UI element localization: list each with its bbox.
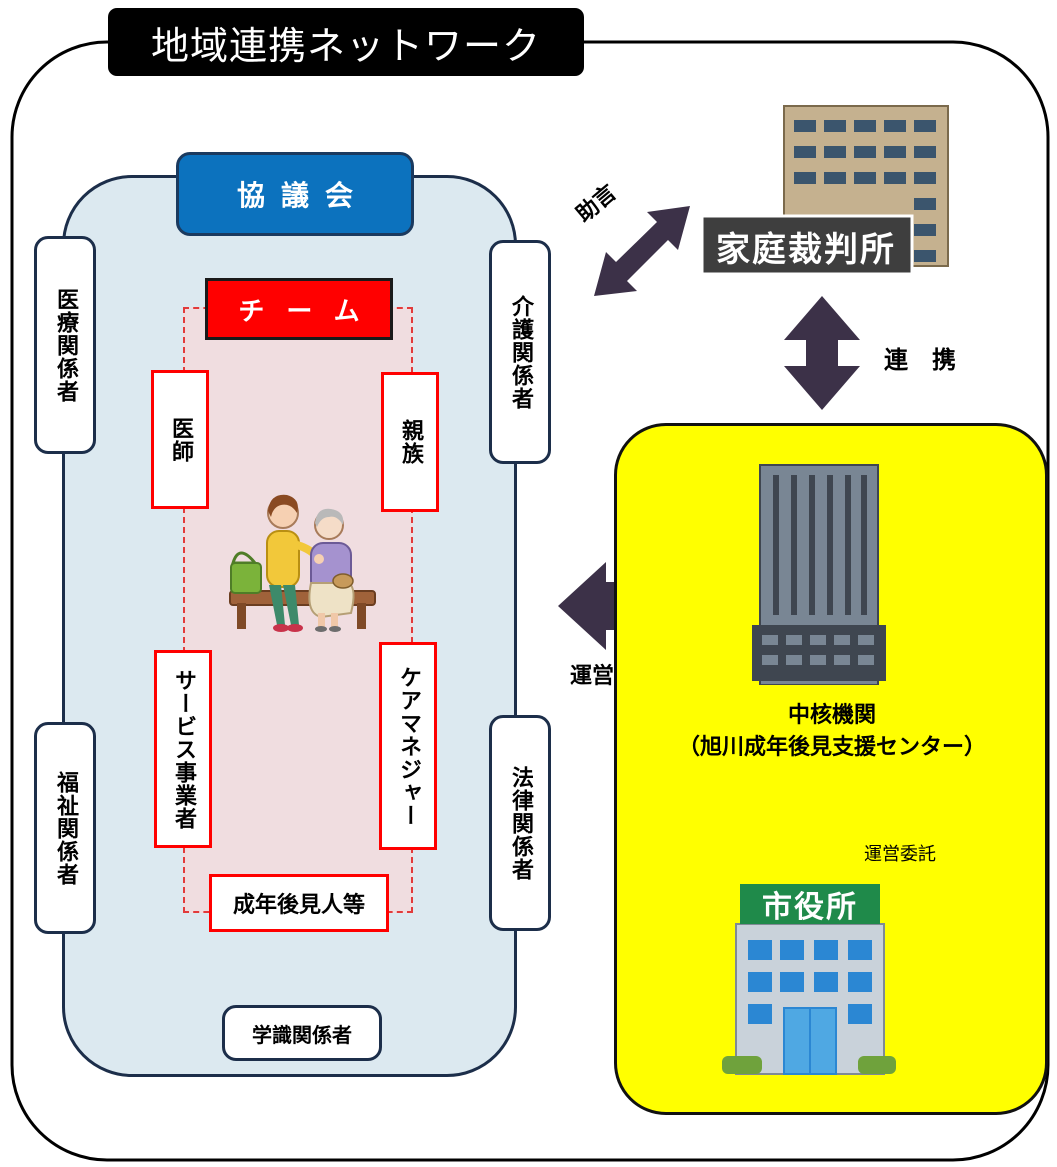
care-manager-box: ケアマネジャー	[379, 642, 437, 850]
people-on-bench-illustration	[229, 494, 376, 632]
care-stakeholders-box: 介護関係者	[489, 240, 551, 464]
welfare-stakeholders-box: 福祉関係者	[34, 722, 96, 934]
family-court-label: 家庭裁判所	[716, 229, 896, 270]
family-court-building-icon	[700, 105, 949, 276]
medical-stakeholders-label: 医療関係者	[53, 287, 78, 403]
operation-entrust-label: 運営委託	[864, 844, 936, 865]
family-label: 親族	[398, 419, 423, 465]
core-agency-name: 中核機関	[787, 703, 876, 728]
doctor-box: 医師	[151, 370, 209, 509]
care-manager-label: ケアマネジャー	[396, 665, 421, 827]
network-title: 地域連携ネットワーク	[108, 8, 584, 76]
family-box: 親族	[381, 372, 439, 512]
advice-double-arrow	[594, 206, 690, 296]
service-provider-label: サービス事業者	[171, 668, 196, 830]
guardian-box: 成年後見人等	[209, 874, 389, 932]
legal-stakeholders-box: 法律関係者	[489, 715, 551, 931]
service-provider-box: サービス事業者	[154, 650, 212, 848]
academic-stakeholders-label: 学識関係者	[252, 1022, 352, 1047]
city-hall-building-icon	[722, 884, 896, 1075]
city-hall-label: 市役所	[762, 890, 858, 925]
medical-stakeholders-box: 医療関係者	[34, 236, 96, 454]
core-agency-tower-icon	[752, 464, 886, 685]
care-stakeholders-label: 介護関係者	[508, 294, 533, 410]
legal-stakeholders-label: 法律関係者	[508, 765, 533, 881]
team-title: チーム	[205, 278, 393, 340]
core-agency-detail: （旭川成年後見支援センター）	[677, 735, 986, 760]
academic-stakeholders-box: 学識関係者	[222, 1005, 382, 1061]
doctor-label: 医師	[168, 416, 193, 463]
cooperation-label: 連 携	[884, 346, 956, 374]
welfare-stakeholders-label: 福祉関係者	[53, 770, 78, 886]
guardian-label: 成年後見人等	[232, 893, 365, 918]
council-title: 協議会	[176, 152, 414, 236]
cooperation-double-arrow	[784, 296, 860, 410]
core-agency-text: 中核機関 （旭川成年後見支援センター）	[620, 700, 1044, 764]
